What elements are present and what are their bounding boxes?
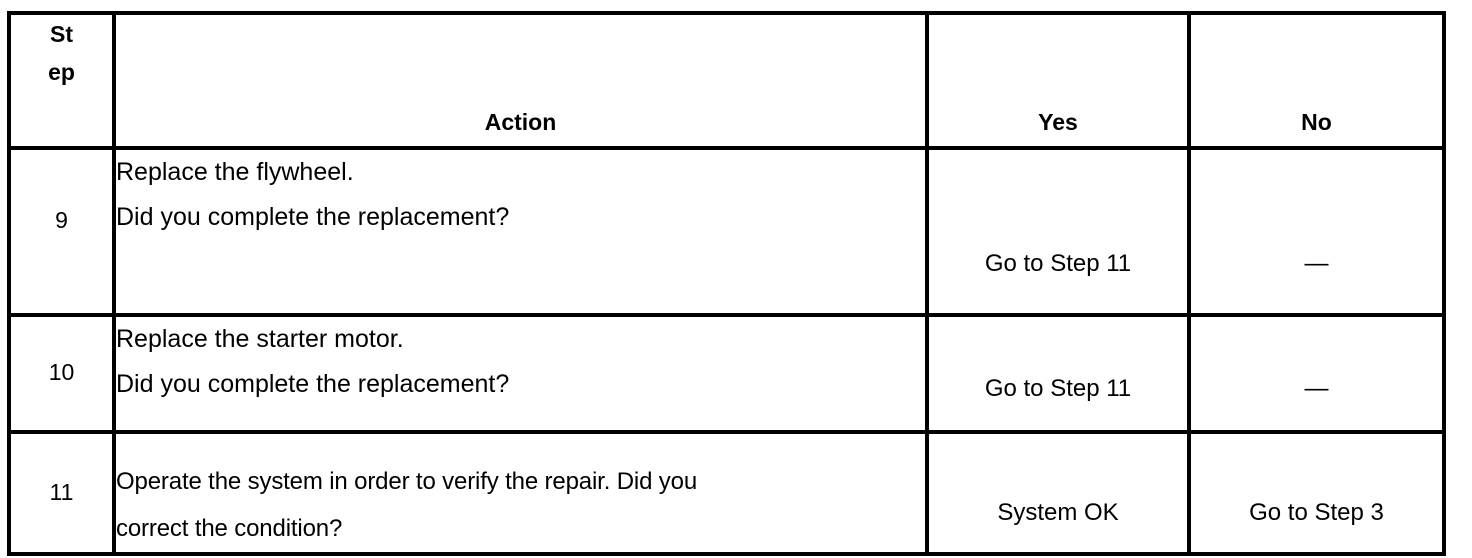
action-line: Did you complete the replacement? <box>116 203 510 231</box>
action-line: correct the condition? <box>116 515 343 542</box>
column-header-action: Action <box>112 11 929 150</box>
step-number: 10 <box>48 359 75 385</box>
diagnostic-step-table: St ep Action Yes No <box>7 11 1446 556</box>
column-header-yes-label: Yes <box>1038 109 1078 135</box>
step-number-cell: 10 <box>7 313 116 434</box>
yes-branch-cell: Go to Step 11 <box>925 313 1191 434</box>
table-row: 10 Replace the starter motor. Did you co… <box>7 313 1446 434</box>
diagnostic-step-table-wrapper: St ep Action Yes No <box>7 11 1446 556</box>
action-cell: Operate the system in order to verify th… <box>112 430 929 556</box>
action-line: Operate the system in order to verify th… <box>116 468 698 495</box>
no-branch-cell: — <box>1187 146 1446 317</box>
step-number-cell: 11 <box>7 430 116 556</box>
column-header-no-label: No <box>1301 109 1332 135</box>
action-cell: Replace the starter motor. Did you compl… <box>112 313 929 434</box>
yes-branch-value: Go to Step 11 <box>984 250 1132 277</box>
no-branch-value: — <box>1304 375 1329 402</box>
step-number-cell: 9 <box>7 146 116 317</box>
column-header-step: St ep <box>7 11 116 150</box>
action-cell: Replace the flywheel. Did you complete t… <box>112 146 929 317</box>
no-branch-cell: Go to Step 3 <box>1187 430 1446 556</box>
no-branch-value: Go to Step 3 <box>1249 499 1384 526</box>
no-branch-cell: — <box>1187 313 1446 434</box>
column-header-step-line-2: ep <box>48 59 75 85</box>
column-header-action-label: Action <box>484 109 557 135</box>
table-body: 9 Replace the flywheel. Did you complete… <box>7 146 1446 556</box>
table-row: 11 Operate the system in order to verify… <box>7 430 1446 556</box>
table-header: St ep Action Yes No <box>7 11 1446 150</box>
no-branch-value: — <box>1304 250 1329 277</box>
yes-branch-value: Go to Step 11 <box>984 375 1132 402</box>
table-header-row: St ep Action Yes No <box>7 11 1446 150</box>
action-line: Did you complete the replacement? <box>116 370 510 398</box>
column-header-yes: Yes <box>925 11 1191 150</box>
column-header-no: No <box>1187 11 1446 150</box>
step-number: 11 <box>49 479 74 505</box>
action-line: Replace the flywheel. <box>116 158 354 186</box>
yes-branch-cell: Go to Step 11 <box>925 146 1191 317</box>
action-line: Replace the starter motor. <box>116 325 404 353</box>
step-number: 9 <box>55 207 68 233</box>
yes-branch-value: System OK <box>997 499 1119 526</box>
column-header-step-line-1: St <box>50 21 73 47</box>
table-row: 9 Replace the flywheel. Did you complete… <box>7 146 1446 317</box>
yes-branch-cell: System OK <box>925 430 1191 556</box>
